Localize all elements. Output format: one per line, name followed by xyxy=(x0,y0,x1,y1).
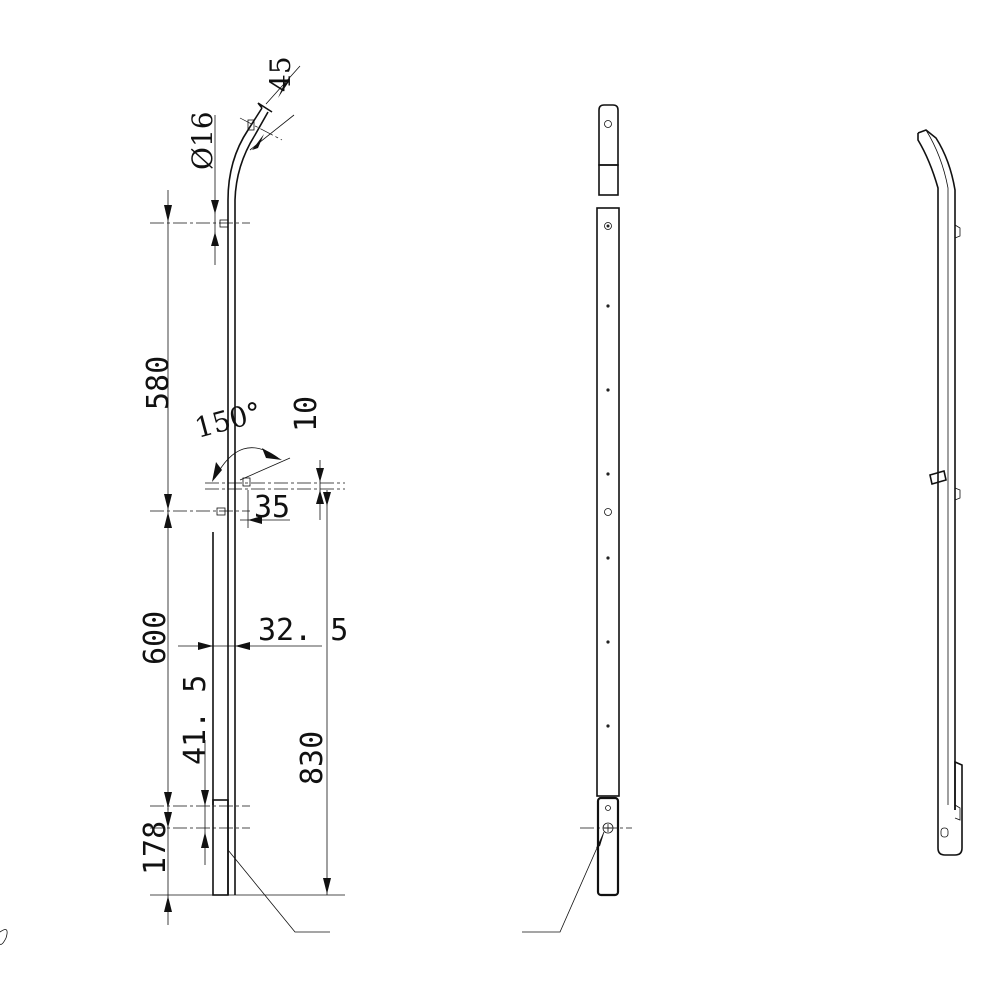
arrow-41-5-top xyxy=(201,790,209,806)
bracket-angle-line xyxy=(239,457,291,481)
front-top-cap xyxy=(598,104,619,166)
arrow-41-5-bottom xyxy=(201,832,209,848)
leader-line-middle xyxy=(522,831,605,933)
arrow-580-bottom xyxy=(164,494,172,510)
dim-label-45: 45 xyxy=(264,56,297,92)
persp-knob-mid xyxy=(954,487,961,501)
arrow-10-bottom xyxy=(316,490,324,504)
arrow-32-5-right xyxy=(235,642,250,650)
persp-foot xyxy=(937,760,963,856)
middle-pin-mark xyxy=(216,507,226,516)
rod-outline xyxy=(227,200,236,895)
dim-label-178: 178 xyxy=(138,821,173,875)
front-top-hole xyxy=(604,120,612,128)
front-dot-2 xyxy=(606,388,610,392)
persp-knob-top xyxy=(954,224,961,239)
front-base-hole xyxy=(605,805,611,811)
foot-block xyxy=(212,799,229,896)
top-hole-mark xyxy=(247,119,255,131)
arrow-45-bottom xyxy=(252,134,264,150)
upper-pin-mark xyxy=(219,219,229,228)
dim-label-10: 10 xyxy=(289,396,324,432)
persp-foot-slot xyxy=(940,827,949,838)
arrow-150-left xyxy=(212,462,222,482)
front-neck xyxy=(598,164,619,196)
arrow-178-bottom xyxy=(164,896,172,912)
front-dot-6 xyxy=(606,724,610,728)
leader-line-left xyxy=(227,849,330,933)
dim-label-600: 600 xyxy=(138,611,173,665)
arrow-178-top xyxy=(164,812,172,828)
front-hole-2 xyxy=(604,508,612,516)
dim-line-45-a xyxy=(265,65,301,105)
front-dot-4 xyxy=(606,556,610,560)
arrow-32-5-left xyxy=(198,642,213,650)
front-dot-1 xyxy=(606,304,610,308)
dim-label-41-5: 41. 5 xyxy=(178,675,213,765)
bracket-mark xyxy=(242,477,251,487)
front-hole-1-center xyxy=(606,224,610,228)
arrow-600-top xyxy=(164,512,172,528)
arrow-10-top xyxy=(316,468,324,482)
dim-label-580: 580 xyxy=(141,356,176,410)
arrow-diameter xyxy=(211,200,219,214)
arrow-diameter-2 xyxy=(211,232,219,246)
front-main-bar xyxy=(596,207,620,797)
dim-label-diameter: Ø16 xyxy=(186,111,219,170)
arrow-35 xyxy=(248,516,262,524)
front-base-block xyxy=(596,796,620,897)
front-elevation-view xyxy=(522,104,632,933)
persp-foot-top xyxy=(954,761,963,766)
front-dot-5 xyxy=(606,640,610,644)
arrow-45-top xyxy=(278,80,290,98)
arrow-580-top xyxy=(164,205,172,222)
side-elevation-view: 45 Ø16 580 150° 10 xyxy=(0,56,348,945)
front-hole-1 xyxy=(604,222,612,230)
arrow-830-bottom xyxy=(323,878,331,894)
dim-label-32-5: 32. 5 xyxy=(258,613,348,648)
edge-mark xyxy=(0,929,8,945)
dim-label-35: 35 xyxy=(254,490,290,525)
arrow-150-right xyxy=(262,448,282,460)
front-dot-3 xyxy=(606,472,610,476)
persp-bracket xyxy=(929,469,947,486)
perspective-view xyxy=(917,129,963,856)
arrow-600-bottom xyxy=(164,792,172,808)
persp-mid-edge xyxy=(925,129,949,805)
centerline-top xyxy=(239,117,283,141)
persp-back-edge xyxy=(917,133,939,805)
persp-foot-detail xyxy=(954,804,961,821)
leader-arrow-middle xyxy=(596,833,604,848)
persp-front-edge xyxy=(917,129,956,810)
rod-end-cap xyxy=(257,102,273,113)
dim-label-830: 830 xyxy=(295,731,330,785)
arrow-830-top xyxy=(323,492,331,506)
